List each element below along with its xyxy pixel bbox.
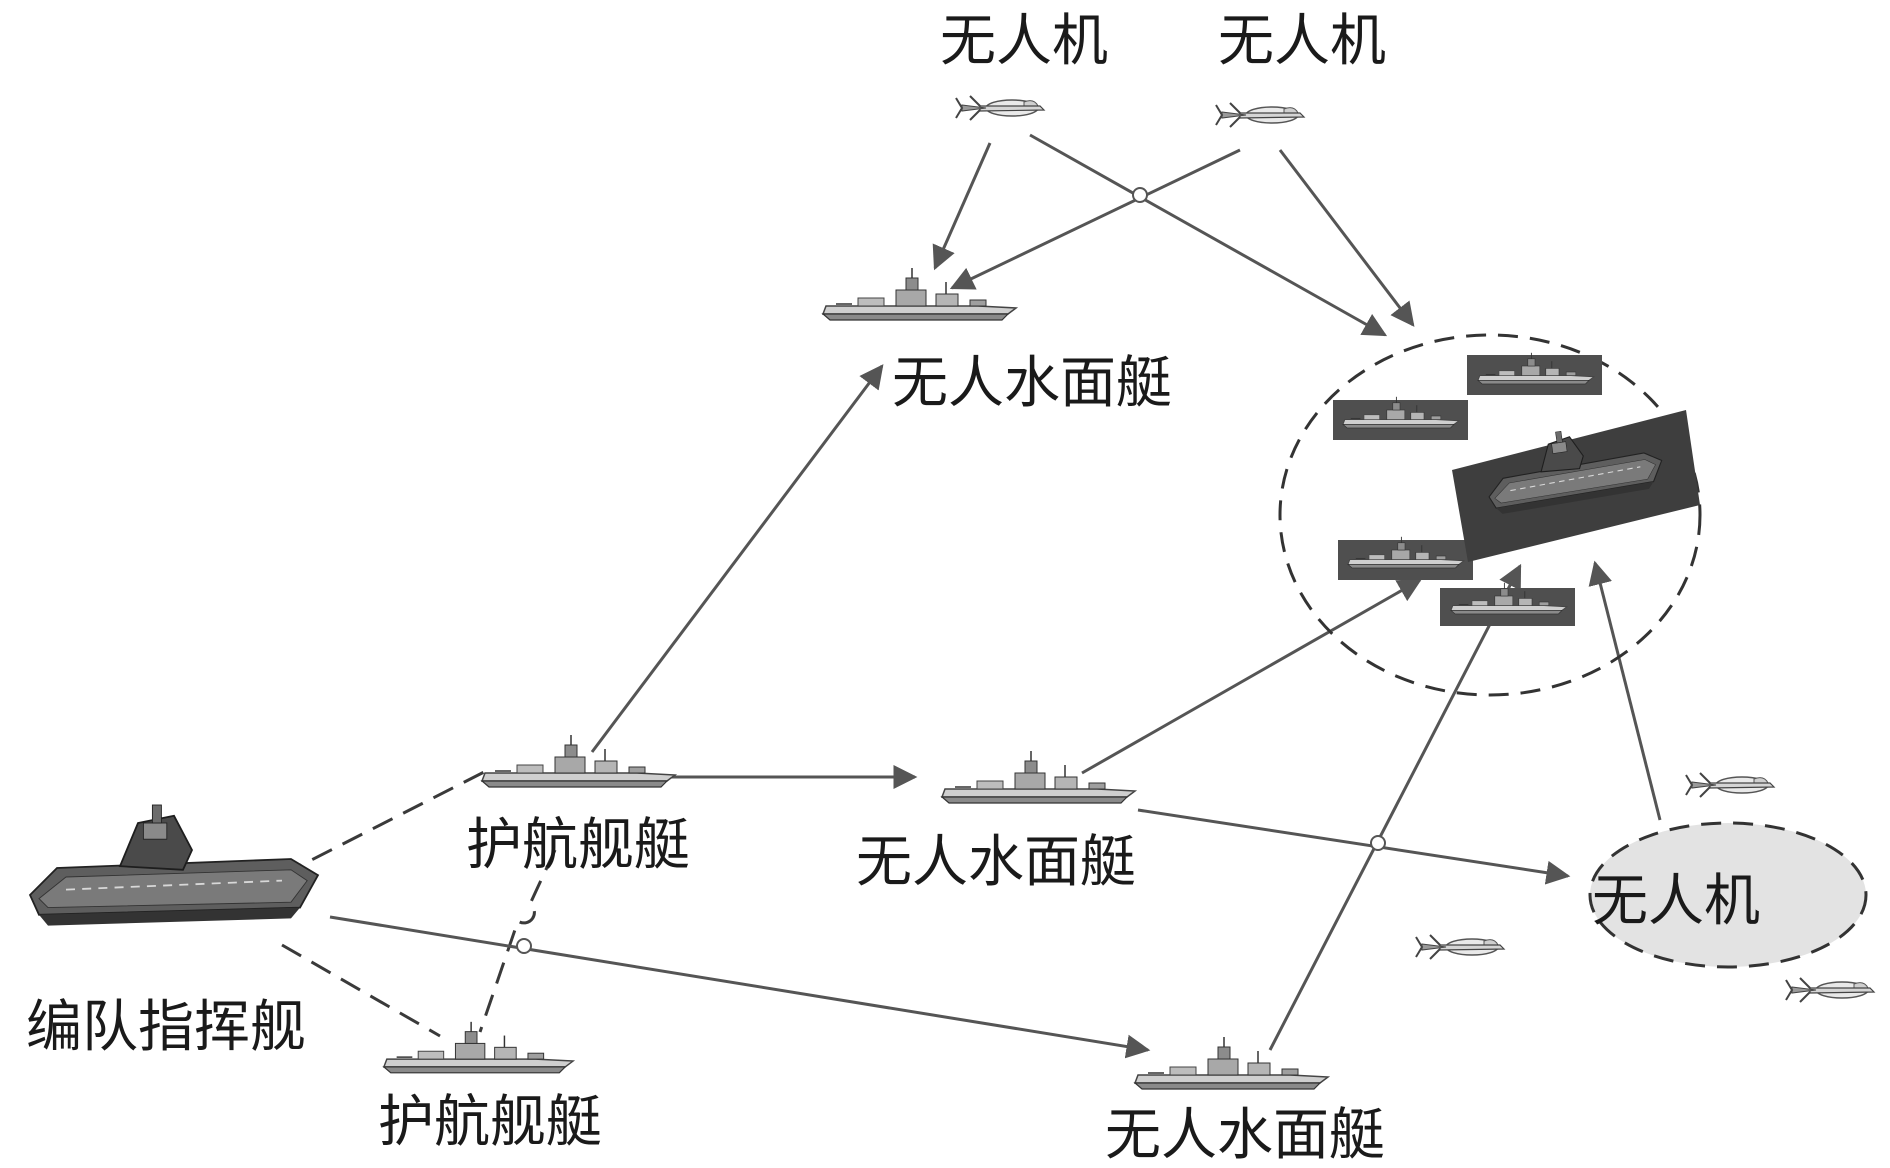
warship-icon: [383, 1021, 574, 1074]
connector-lines: [281, 133, 1662, 1059]
dashed-link-command-escort-lower: [281, 943, 441, 1038]
dashed-link-command-escort-upper: [281, 768, 489, 877]
arrow-command-to-usv-bottom: [329, 915, 1151, 1059]
label-usv-top: 无人水面艇: [892, 351, 1172, 416]
uav-icon: [1685, 772, 1775, 798]
aircraft-carrier-icon: [29, 804, 319, 927]
label-uav-top-right: 无人机: [1218, 9, 1386, 74]
uav-group-ellipse: [1588, 821, 1868, 969]
arrow-usv-bottom-to-target: [1268, 563, 1522, 1051]
uav-icon: [1415, 934, 1505, 960]
arrow-usv-middle-to-uav-group: [1137, 808, 1571, 885]
crossing-markers: [516, 187, 1386, 954]
uav-icon: [955, 95, 1045, 121]
arrow-usv-middle-to-target: [1081, 578, 1423, 775]
arrow-uav-left-to-target: [1029, 133, 1388, 337]
label-usv-middle: 无人水面艇: [856, 830, 1136, 895]
label-command-ship: 编队指挥舰: [26, 995, 306, 1060]
arrow-uav-group-to-target: [1588, 560, 1662, 821]
uav-icon: [1215, 102, 1305, 128]
label-uav-top-left: 无人机: [940, 9, 1108, 74]
warship-icon: [481, 734, 676, 788]
target-group: [1278, 333, 1702, 697]
label-usv-bottom: 无人水面艇: [1105, 1103, 1385, 1168]
arrow-uav-left-to-usv-top: [932, 142, 992, 271]
label-uav-group: 无人机: [1592, 869, 1760, 934]
warship-icon: [1134, 1036, 1329, 1090]
arrow-uav-right-to-target: [1278, 149, 1415, 327]
label-escort-lower: 护航舰艇: [378, 1090, 602, 1155]
dashed-link-escort-upper-escort-lower: [478, 849, 557, 1033]
label-escort-upper: 护航舰艇: [466, 813, 690, 878]
uav-icon: [1785, 977, 1875, 1003]
warship-icon: [822, 267, 1017, 321]
arrow-escort-upper-to-usv-top: [590, 364, 884, 753]
arrow-uav-right-to-usv-top: [949, 148, 1241, 290]
